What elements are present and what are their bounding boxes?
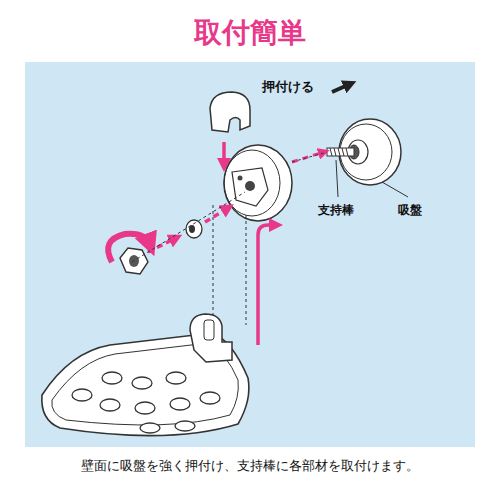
cap xyxy=(210,92,250,132)
part-label: 吸盤 xyxy=(398,202,422,219)
title: 取付簡単 xyxy=(0,14,500,52)
support-rod xyxy=(327,148,354,156)
holder-disc xyxy=(224,145,292,221)
assembly-arrow xyxy=(222,142,226,165)
guide-line xyxy=(246,215,247,325)
part-label: 押付ける xyxy=(262,78,314,96)
washer xyxy=(186,220,202,238)
guide-line xyxy=(132,192,245,262)
leader-line xyxy=(336,160,338,197)
caption: 壁面に吸盤を強く押付け、支持棒に各部材を取付けます。 xyxy=(0,458,500,475)
guide-line xyxy=(292,152,327,162)
guide-line xyxy=(213,205,214,320)
part-label: 支持棒 xyxy=(318,202,354,219)
assembly-arrow xyxy=(205,208,228,222)
rotate-arrow xyxy=(108,234,150,262)
push-arrow xyxy=(332,84,350,92)
background-panel xyxy=(25,62,475,447)
assembly-arrow xyxy=(258,225,276,345)
assembly-arrow xyxy=(292,152,324,162)
soap-dish xyxy=(42,314,249,436)
assembly-arrow xyxy=(148,238,176,252)
leader-line xyxy=(382,182,408,197)
